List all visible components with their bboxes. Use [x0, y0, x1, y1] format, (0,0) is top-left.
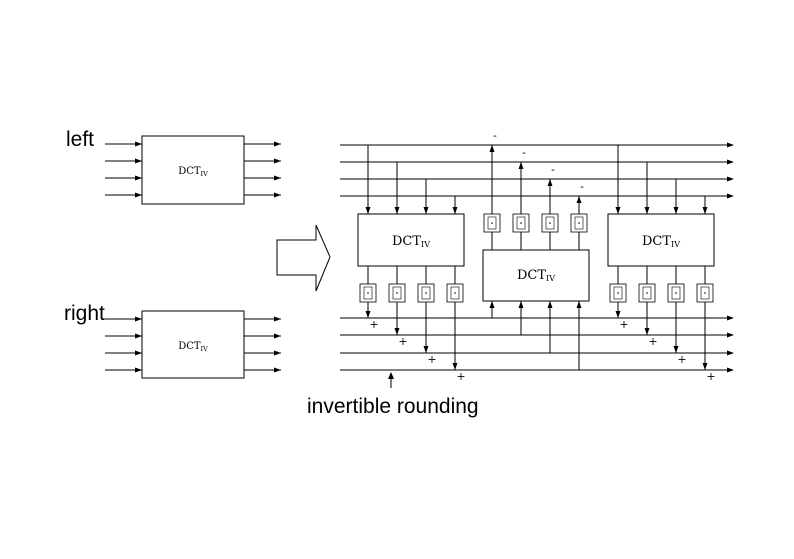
up-arrow-icon: [576, 196, 582, 203]
down-arrow-icon: [452, 207, 458, 214]
input-arrow-icon: [135, 350, 142, 356]
output-arrow-icon: [274, 350, 281, 356]
plus-sign: +: [427, 353, 436, 366]
down-arrow-icon: [365, 207, 371, 214]
rounding-box: [417, 283, 435, 303]
right-dct-wires: [105, 316, 281, 373]
up-arrow-icon: [489, 301, 495, 308]
rail-arrow-icon: [727, 350, 734, 356]
input-arrow-icon: [135, 158, 142, 164]
left-dct-block: DCTIV: [141, 135, 245, 205]
output-arrow-icon: [274, 158, 281, 164]
rounding-box: [388, 283, 406, 303]
lifting-connectors: [365, 145, 708, 370]
rounding-box: [446, 283, 464, 303]
down-arrow-icon: [644, 207, 650, 214]
transform-arrow-icon: [276, 224, 331, 292]
plus-sign: +: [398, 335, 407, 348]
right-dct-block: DCTIV: [141, 310, 245, 379]
minus-sign: -: [493, 129, 497, 142]
rail-arrow-icon: [727, 332, 734, 338]
lifting-dct-label-3: DCTIV: [642, 234, 680, 249]
left-dct-label: DCTIV: [178, 166, 208, 178]
left-channel-label: left: [66, 128, 94, 151]
sign-marks: + + + + - - - - + + + +: [369, 129, 715, 383]
plus-sign: +: [456, 370, 465, 383]
rounding-pointer: [388, 372, 394, 388]
lifting-dct-block-2: DCTIV: [482, 249, 590, 302]
rounding-box: [667, 283, 685, 303]
plus-sign: +: [369, 318, 378, 331]
down-arrow-icon: [615, 207, 621, 214]
plus-sign: +: [619, 318, 628, 331]
lifting-dct-block-1: DCTIV: [357, 213, 465, 267]
input-arrow-icon: [135, 175, 142, 181]
rail-arrow-icon: [727, 367, 734, 373]
rail-arrow-icon: [727, 193, 734, 199]
down-arrow-icon: [702, 363, 708, 370]
up-arrow-icon: [576, 301, 582, 308]
rounding-box: [570, 213, 588, 233]
rounding-box: [359, 283, 377, 303]
up-arrow-icon: [547, 179, 553, 186]
output-arrow-icon: [274, 367, 281, 373]
down-arrow-icon: [394, 328, 400, 335]
output-arrow-icon: [274, 333, 281, 339]
plus-sign: +: [677, 353, 686, 366]
rail-arrow-icon: [727, 176, 734, 182]
up-arrow-icon: [489, 145, 495, 152]
rounding-operators: [359, 213, 714, 303]
rail-arrow-icon: [727, 159, 734, 165]
lifting-dct-block-3: DCTIV: [607, 213, 715, 267]
plus-sign: +: [648, 335, 657, 348]
output-arrow-icon: [274, 141, 281, 147]
rounding-box: [541, 213, 559, 233]
down-arrow-icon: [615, 311, 621, 318]
input-arrow-icon: [135, 192, 142, 198]
up-arrow-icon: [518, 162, 524, 169]
minus-sign: -: [522, 146, 526, 159]
lifting-dct-label-1: DCTIV: [392, 234, 430, 249]
lifting-dct-label-2: DCTIV: [517, 268, 555, 283]
rail-arrow-icon: [727, 315, 734, 321]
down-arrow-icon: [673, 207, 679, 214]
down-arrow-icon: [673, 346, 679, 353]
output-arrow-icon: [274, 316, 281, 322]
minus-sign: -: [551, 163, 555, 176]
rounding-box: [609, 283, 627, 303]
down-arrow-icon: [423, 207, 429, 214]
rounding-box: [483, 213, 501, 233]
input-arrow-icon: [135, 141, 142, 147]
down-arrow-icon: [702, 207, 708, 214]
rounding-box: [512, 213, 530, 233]
rail-arrow-icon: [727, 142, 734, 148]
right-dct-label: DCTIV: [178, 341, 208, 353]
signal-rails: [340, 142, 734, 373]
minus-sign: -: [580, 180, 584, 193]
plus-sign: +: [706, 370, 715, 383]
up-arrow-icon: [518, 301, 524, 308]
input-arrow-icon: [135, 316, 142, 322]
output-arrow-icon: [274, 192, 281, 198]
right-channel-label: right: [64, 302, 105, 325]
down-arrow-icon: [394, 207, 400, 214]
down-arrow-icon: [423, 346, 429, 353]
rounding-box: [696, 283, 714, 303]
input-arrow-icon: [135, 333, 142, 339]
input-arrow-icon: [135, 367, 142, 373]
rounding-box: [638, 283, 656, 303]
caption-invertible-rounding: invertible rounding: [307, 395, 479, 418]
left-dct-wires: [105, 141, 281, 198]
up-arrow-icon: [547, 301, 553, 308]
down-arrow-icon: [452, 363, 458, 370]
down-arrow-icon: [365, 311, 371, 318]
output-arrow-icon: [274, 175, 281, 181]
down-arrow-icon: [644, 328, 650, 335]
